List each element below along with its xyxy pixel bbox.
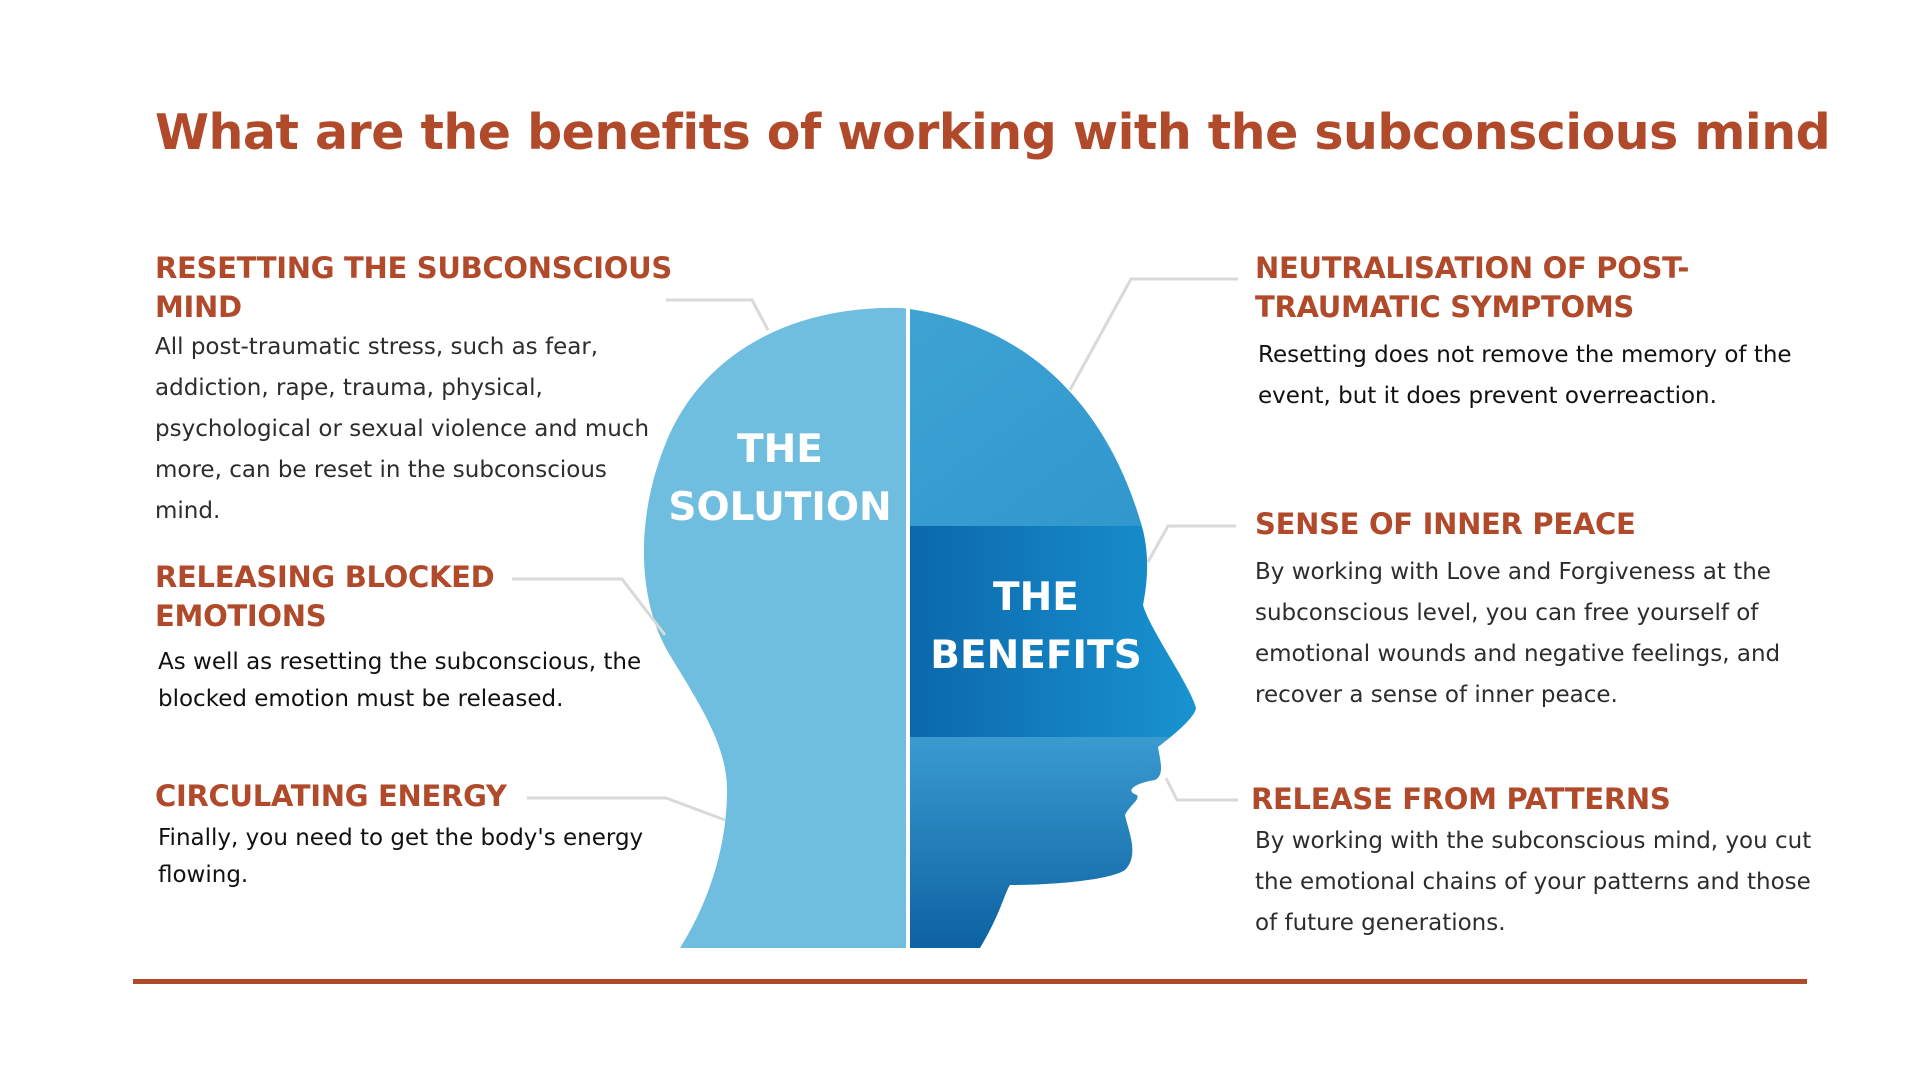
connector-neutralisation: [1068, 277, 1238, 391]
connector-inner-peace: [1146, 524, 1236, 563]
item-body: Resetting does not remove the memory of …: [1258, 342, 1792, 409]
item-heading: CIRCULATING ENERGY: [155, 779, 507, 813]
connector-circulating: [527, 796, 726, 822]
footer-divider: [133, 979, 1807, 984]
item-heading: NEUTRALISATION OF POST- TRAUMATIC SYMPTO…: [1255, 251, 1690, 324]
item-resetting: RESETTING THE SUBCONSCIOUS MIND All post…: [155, 249, 675, 532]
item-body: By working with the subconscious mind, y…: [1255, 828, 1812, 936]
connector-resetting: [666, 298, 770, 331]
item-heading: SENSE OF INNER PEACE: [1255, 507, 1636, 541]
connector-releasing: [512, 577, 667, 636]
solution-label: THE SOLUTION: [668, 427, 892, 530]
item-body: As well as resetting the subconscious, t…: [158, 649, 642, 712]
item-inner-peace: SENSE OF INNER PEACE By working with Lov…: [1255, 505, 1815, 716]
item-heading: RESETTING THE SUBCONSCIOUS MIND: [155, 251, 672, 324]
item-neutralisation: NEUTRALISATION OF POST- TRAUMATIC SYMPTO…: [1255, 249, 1815, 417]
head-right-top: [910, 307, 1196, 526]
item-patterns: RELEASE FROM PATTERNS By working with th…: [1251, 780, 1821, 944]
item-body: Finally, you need to get the body's ener…: [158, 825, 644, 888]
item-body: All post-traumatic stress, such as fear,…: [155, 334, 650, 524]
benefits-label: THE BENEFITS: [930, 575, 1142, 678]
item-body: By working with Love and Forgiveness at …: [1255, 559, 1781, 708]
connector-patterns: [1164, 777, 1238, 802]
head-right-bottom: [910, 737, 1196, 949]
item-heading: RELEASING BLOCKED EMOTIONS: [155, 560, 495, 633]
item-heading: RELEASE FROM PATTERNS: [1251, 782, 1671, 816]
item-circulating: CIRCULATING ENERGY Finally, you need to …: [155, 777, 675, 894]
page-title: What are the benefits of working with th…: [155, 104, 1831, 161]
item-releasing: RELEASING BLOCKED EMOTIONS As well as re…: [155, 558, 675, 718]
